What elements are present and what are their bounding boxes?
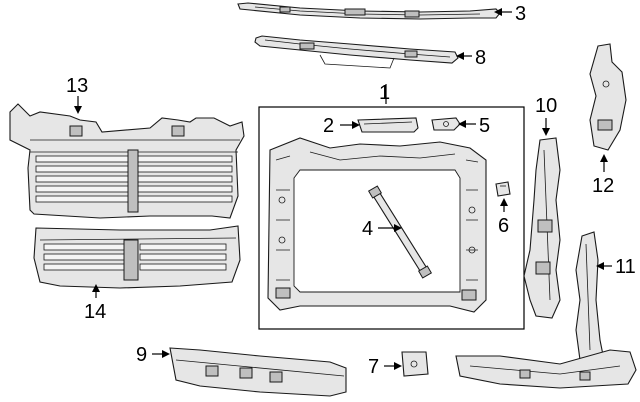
- part-5-clip: [431, 117, 461, 131]
- part-8-upper-support: [254, 35, 459, 69]
- lower-crossmember: [455, 349, 637, 389]
- callout-14: 14: [84, 301, 106, 323]
- callout-10: 10: [535, 95, 557, 117]
- callout-3: 3: [515, 3, 526, 25]
- callout-9: 9: [136, 344, 147, 366]
- callout-6: 6: [498, 215, 509, 237]
- callout-5: 5: [479, 115, 490, 137]
- part-4-support-rod: [367, 185, 433, 279]
- callout-1: 1: [379, 82, 390, 104]
- callout-11: 11: [615, 256, 636, 278]
- part-3-upper-tie-bar: [237, 2, 501, 20]
- part-13-grille-shutter: [9, 103, 245, 219]
- radiator-support-frame: [267, 137, 487, 313]
- part-12-upper-side-bracket: [589, 43, 627, 151]
- callout-8: 8: [475, 47, 486, 69]
- part-14-lower-shutter: [33, 225, 241, 289]
- part-10-side-bracket: [523, 137, 561, 319]
- callout-2: 2: [323, 115, 334, 137]
- callout-13: 13: [66, 75, 88, 97]
- part-7-module: [401, 351, 429, 377]
- callout-7: 7: [368, 356, 379, 378]
- callout-numbers: 1 2 3 4 5 6 7 8 9 10 11 12 13 14: [66, 3, 636, 378]
- callout-4: 4: [362, 218, 373, 240]
- callout-12: 12: [592, 175, 614, 197]
- part-9-lower-tie-bar: [169, 347, 347, 397]
- part-6-small-clip: [495, 181, 511, 197]
- leader-lines: [74, 8, 612, 370]
- part-2-bracket: [357, 117, 419, 133]
- part-11-lower-side-bracket: [575, 231, 605, 367]
- part-1-group-box: [258, 106, 525, 330]
